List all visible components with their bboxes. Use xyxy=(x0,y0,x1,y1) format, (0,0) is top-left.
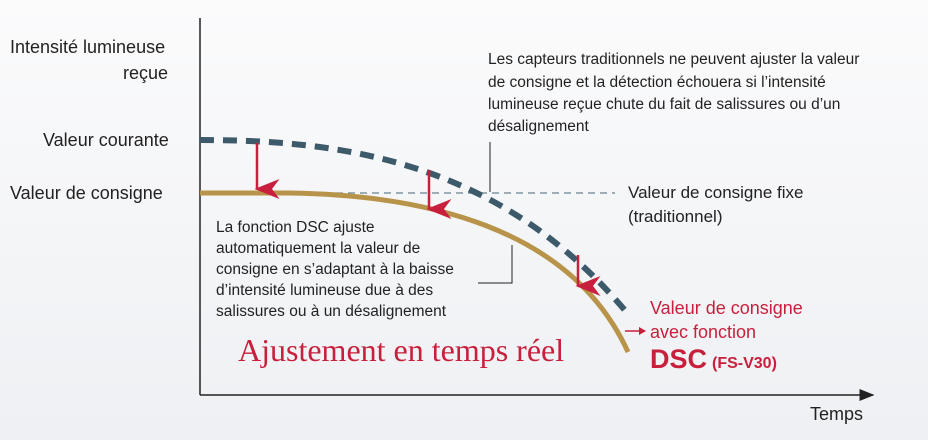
dsc-note-line: La fonction DSC ajuste xyxy=(216,219,375,236)
current-value-curve xyxy=(199,137,631,316)
dsc-label: DSC xyxy=(650,344,707,374)
dsc-note-line: salissures ou à un désalignement xyxy=(216,303,447,320)
model-label: (FS-V30) xyxy=(712,355,777,372)
current-value-label: Valeur courante xyxy=(43,130,169,150)
fixed-setpoint-label: (traditionnel) xyxy=(628,207,723,226)
dsc-setpoint-label: Valeur de consigne xyxy=(650,298,803,318)
traditional-note-line: lumineuse reçue chute du fait de salissu… xyxy=(488,96,840,113)
realtime-adjustment-title: Ajustement en temps réel xyxy=(238,332,564,368)
dsc-setpoint-curve xyxy=(200,190,631,354)
y-axis-label-1: Intensité lumineuse xyxy=(10,37,165,57)
traditional-note-line: de consigne et la détection échouera si … xyxy=(488,74,826,91)
arrowhead-icon xyxy=(639,327,646,335)
traditional-note-line: désalignement xyxy=(488,118,590,135)
dsc-note-line: d’intensité lumineuse due à des xyxy=(216,282,433,299)
dsc-note-line: automatiquement la valeur de xyxy=(216,240,420,257)
x-axis-label: Temps xyxy=(810,404,863,424)
y-axis-label-2: reçue xyxy=(123,63,168,83)
fixed-setpoint-label: Valeur de consigne fixe xyxy=(628,183,803,202)
setpoint-label: Valeur de consigne xyxy=(10,183,163,203)
dsc-setpoint-label: avec fonction xyxy=(650,322,756,342)
leader-line xyxy=(478,245,513,284)
dsc-note-line: consigne en s’adaptant à la baisse xyxy=(216,261,454,278)
traditional-note-line: Les capteurs traditionnels ne peuvent aj… xyxy=(488,51,859,68)
